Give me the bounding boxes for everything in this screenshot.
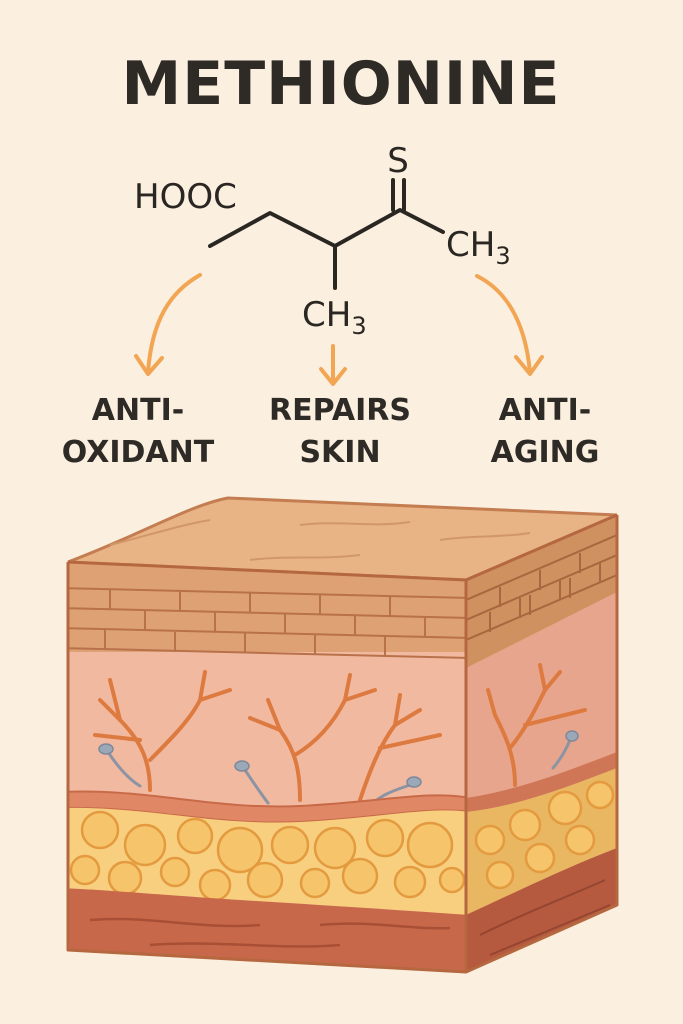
hair-follicles xyxy=(98,743,422,808)
benefit-antioxidant-line2: OXIDANT xyxy=(62,435,215,470)
skin-block-outline xyxy=(66,513,619,974)
epidermis-bricks xyxy=(68,587,466,659)
carbon-backbone-bond xyxy=(208,208,445,248)
benefit-antiaging-line2: AGING xyxy=(491,435,600,470)
hooc-label: HOOC xyxy=(134,177,237,217)
muscle-layer-side xyxy=(466,848,617,972)
dermis-boundary xyxy=(68,790,466,824)
skin-top-surface xyxy=(67,496,618,582)
epidermis-side-bricks xyxy=(466,534,617,641)
front-face xyxy=(68,562,466,972)
methyl-bottom-label: CH3 xyxy=(302,295,367,340)
arrow-center-head xyxy=(319,367,347,386)
benefit-antioxidant-line1: ANTI- xyxy=(92,393,184,428)
benefit-arrows xyxy=(134,273,544,386)
benefit-repairs-line2: SKIN xyxy=(299,435,380,470)
benefit-antiaging-line1: ANTI- xyxy=(499,393,591,428)
side-face xyxy=(466,515,617,972)
fat-cells xyxy=(69,810,466,902)
dermis-boundary-side xyxy=(466,752,617,812)
blood-vessels-front xyxy=(93,670,442,802)
arrow-left-head xyxy=(134,354,164,376)
arrow-right-head xyxy=(514,355,544,376)
arrow-right xyxy=(475,274,532,374)
skin-cross-section xyxy=(66,496,619,974)
muscle-side-texture xyxy=(479,879,611,956)
benefit-labels: ANTI- OXIDANT REPAIRS SKIN ANTI- AGING xyxy=(62,393,600,470)
sulfur-label: S xyxy=(387,141,409,181)
side-follicle xyxy=(551,738,572,770)
methyl-right-label: CH3 xyxy=(446,225,511,270)
benefit-repairs-line1: REPAIRS xyxy=(269,393,411,428)
page-title: METHIONINE xyxy=(122,49,561,119)
fat-cells-side xyxy=(474,780,615,890)
arrow-left xyxy=(146,273,202,374)
skin-surface-texture xyxy=(109,519,531,561)
muscle-texture xyxy=(89,917,451,948)
blood-vessels-side xyxy=(486,663,587,787)
molecule-structure: HOOC S CH3 CH3 xyxy=(134,141,511,340)
